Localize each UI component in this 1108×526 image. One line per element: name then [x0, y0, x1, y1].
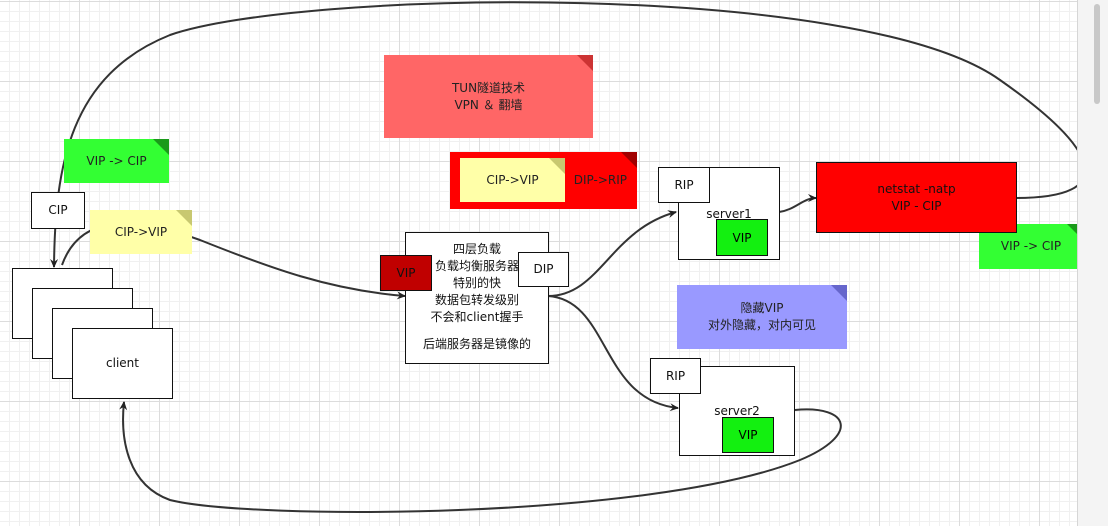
tun-tunnel-note[interactable]: TUN隧道技术 VPN ＆ 翻墙	[384, 55, 593, 138]
server1-rip-label: RIP	[674, 177, 694, 192]
netstat-node[interactable]: netstat -natp VIP - CIP	[816, 162, 1017, 233]
vip-cip-right-text: VIP -> CIP	[1000, 239, 1062, 253]
lb-line-7: 后端服务器是镜像的	[422, 337, 531, 351]
scrollbar-thumb[interactable]	[1094, 4, 1100, 104]
server1-rip-badge[interactable]: RIP	[658, 167, 710, 203]
lb-line-3: 特别的快	[452, 276, 501, 290]
dip-rip-text: DIP->RIP	[573, 173, 627, 187]
server2-vip-badge[interactable]: VIP	[722, 417, 774, 453]
server1-label: server1	[706, 207, 752, 221]
server1-vip-label: VIP	[732, 230, 752, 245]
cip-vip-left-text: CIP->VIP	[114, 224, 168, 239]
lb-dip-badge[interactable]: DIP	[518, 252, 569, 287]
lb-line-1: 四层负载	[452, 242, 501, 256]
note-fold-icon	[577, 55, 593, 71]
cip-vip-inner-text: CIP->VIP	[486, 172, 539, 187]
netstat-text: netstat -natp VIP - CIP	[877, 181, 956, 213]
server1-vip-badge[interactable]: VIP	[716, 219, 768, 256]
lb-spacer	[406, 326, 548, 336]
server2-rip-label: RIP	[665, 368, 686, 383]
note-fold-icon	[549, 158, 565, 174]
cip-vip-note-left[interactable]: CIP->VIP	[90, 210, 192, 254]
vip-cip-note-left[interactable]: VIP -> CIP	[64, 139, 169, 183]
note-fold-icon	[176, 210, 192, 226]
tun-tunnel-text: TUN隧道技术 VPN ＆ 翻墙	[451, 80, 526, 112]
cip-node[interactable]: CIP	[31, 192, 85, 229]
note-fold-icon	[153, 139, 169, 155]
lb-line-4: 数据包转发级别	[434, 293, 519, 307]
lb-vip-badge[interactable]: VIP	[380, 255, 432, 291]
note-fold-icon	[831, 285, 847, 301]
cip-label: CIP	[48, 203, 68, 217]
lb-line-5: 不会和client握手	[430, 310, 524, 324]
lb-dip-label: DIP	[533, 262, 554, 276]
vip-cip-left-text: VIP -> CIP	[86, 153, 147, 168]
canvas-scrollbar[interactable]	[1077, 0, 1108, 526]
lb-vip-label: VIP	[396, 265, 416, 280]
hidden-vip-text: 隐藏VIP 对外隐藏，对内可见	[707, 301, 816, 332]
cip-vip-note-inner[interactable]: CIP->VIP	[460, 158, 565, 202]
client-label: client	[106, 356, 139, 370]
lb-line-2: 负载均衡服务器	[434, 259, 519, 273]
server2-rip-badge[interactable]: RIP	[650, 358, 701, 394]
server2-vip-label: VIP	[738, 428, 758, 442]
arrow-server1-to-netstat	[778, 194, 817, 213]
server2-label: server2	[714, 404, 760, 418]
hidden-vip-note[interactable]: 隐藏VIP 对外隐藏，对内可见	[677, 285, 847, 349]
client-node[interactable]: client	[72, 328, 173, 399]
note-fold-icon	[621, 152, 637, 168]
